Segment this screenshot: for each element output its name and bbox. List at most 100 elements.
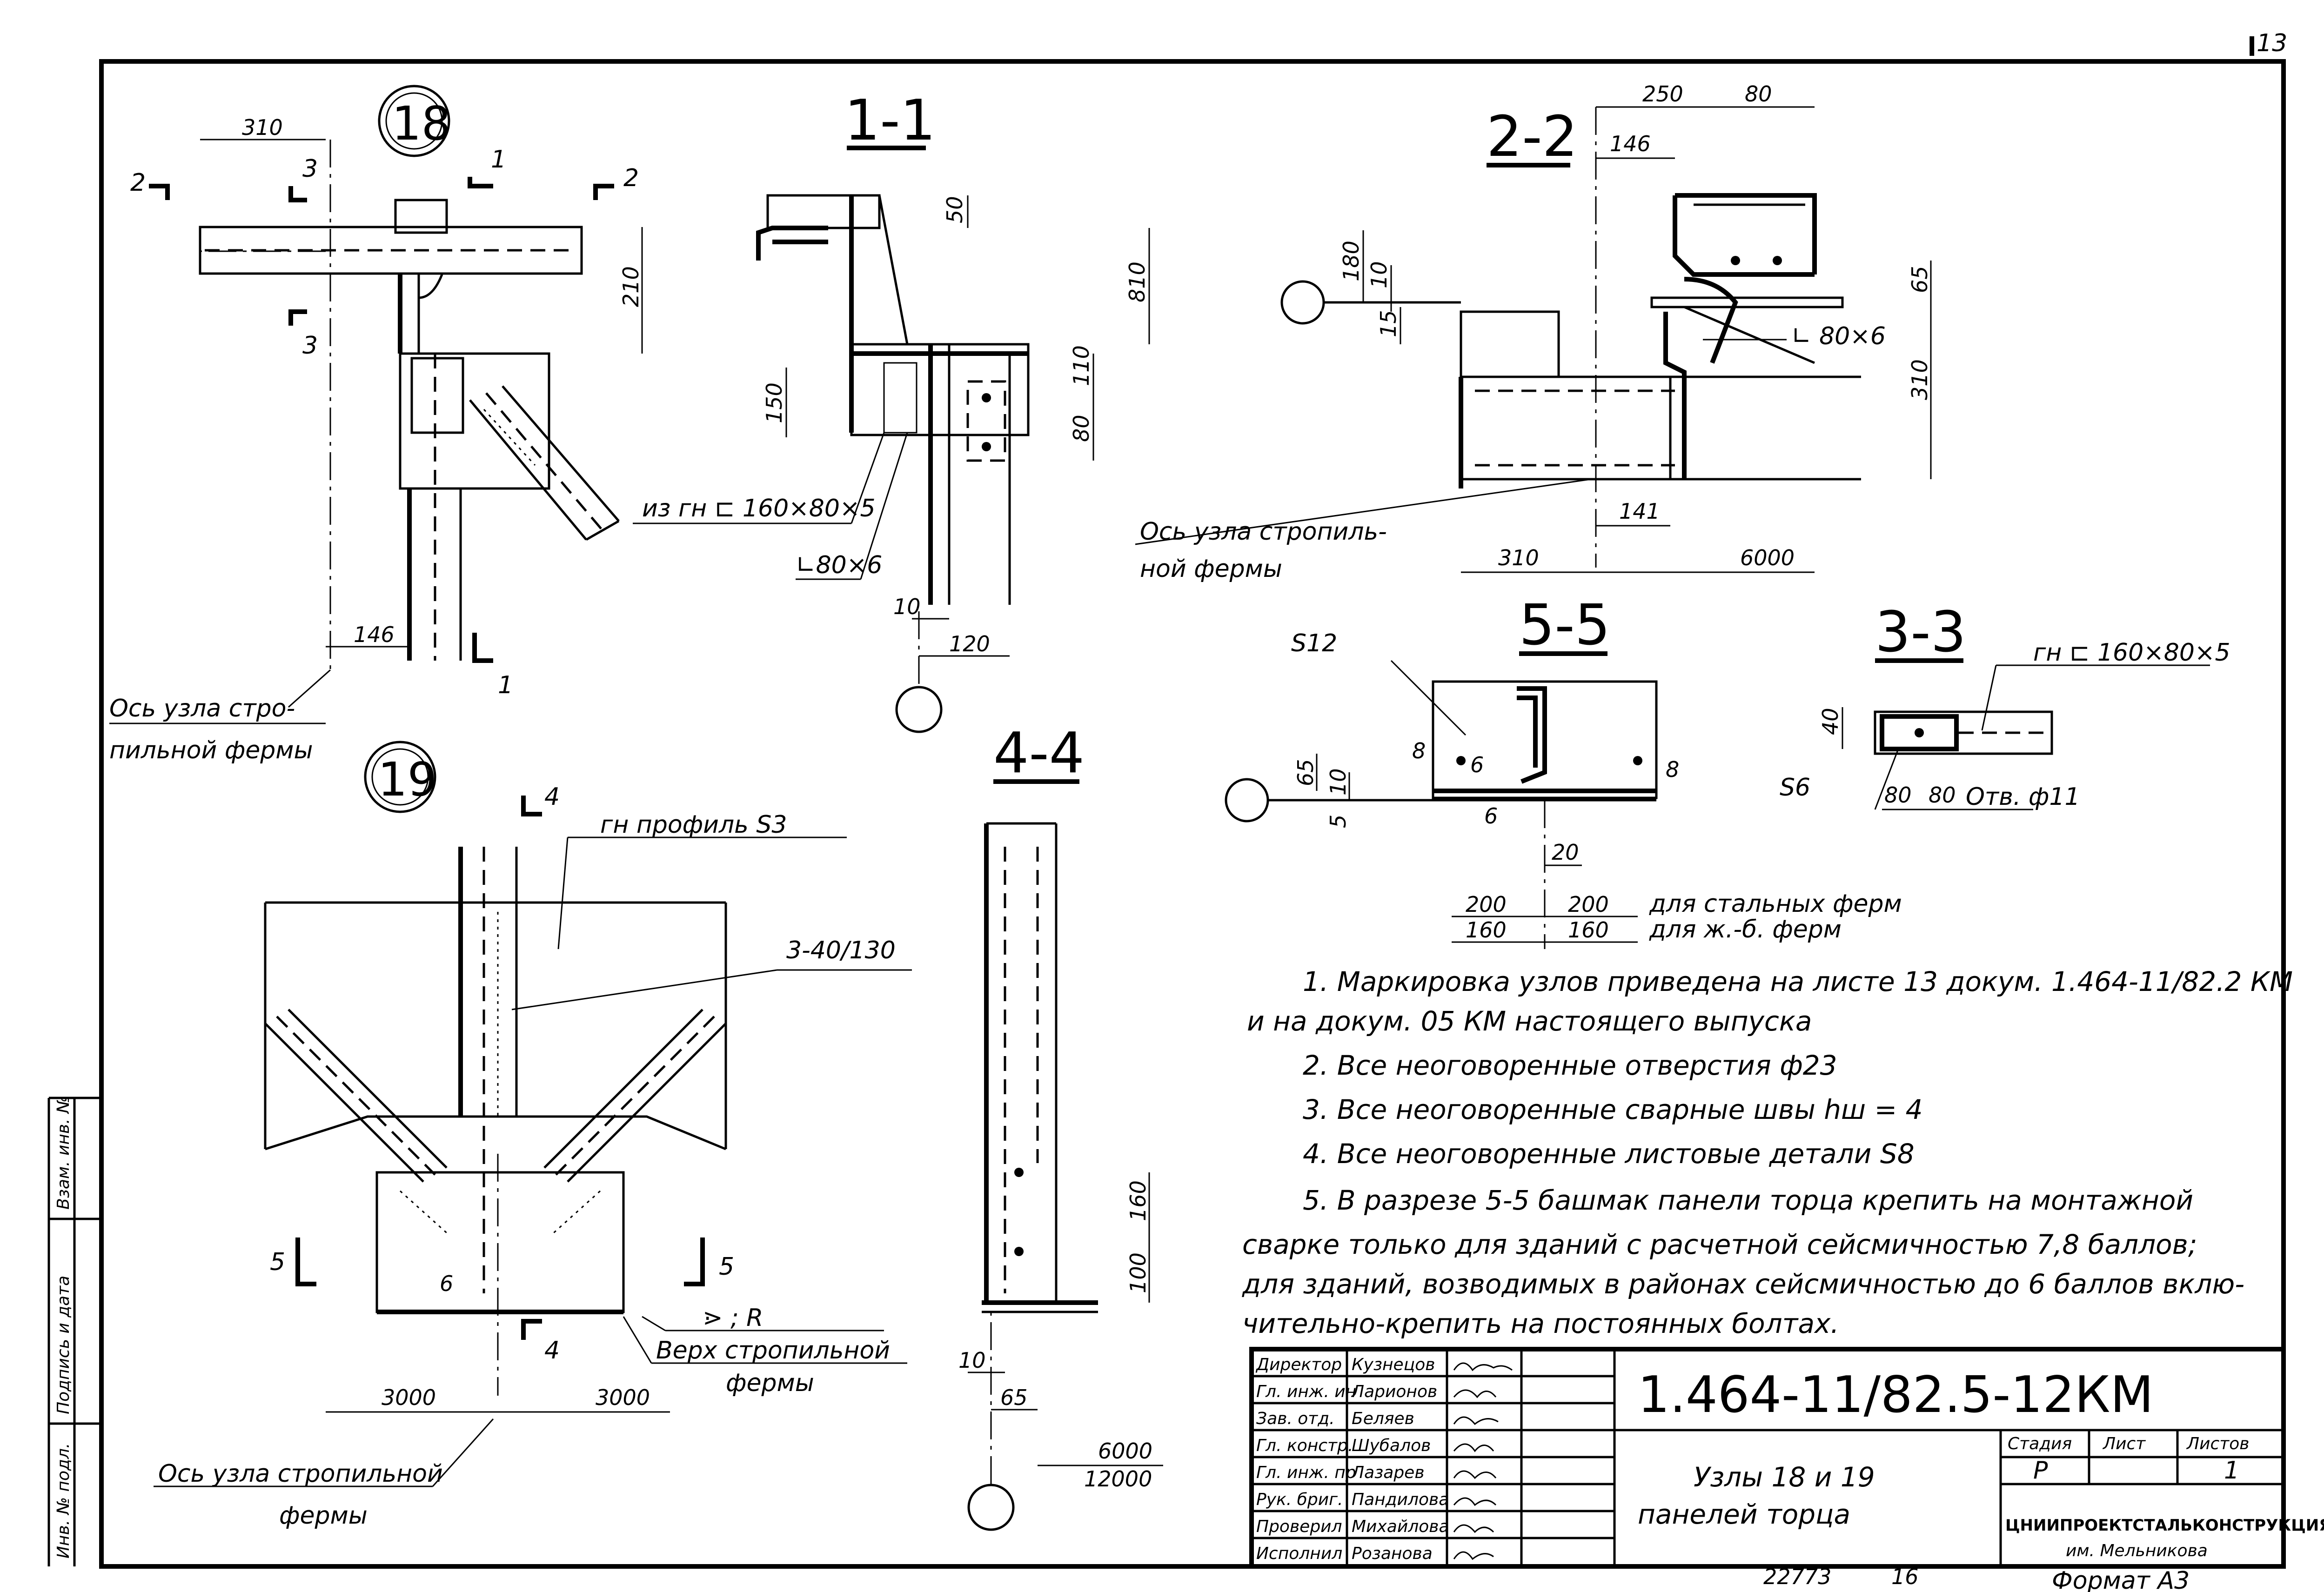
sheets-header: Листов — [2186, 1434, 2249, 1453]
svg-text:180: 180 — [1339, 241, 1364, 281]
organization-name: ЦНИИПРОЕКТСТАЛЬКОНСТРУКЦИЯ — [2005, 1516, 2324, 1535]
svg-text:5: 5 — [719, 1253, 734, 1281]
document-code: 1.464-11/82.5-12КМ — [1638, 1366, 2154, 1424]
svg-text:гн ⊏ 160×80×5: гн ⊏ 160×80×5 — [2033, 639, 2230, 667]
svg-text:10: 10 — [958, 1348, 986, 1373]
role-3: Гл. констр. — [1256, 1436, 1353, 1455]
svg-text:Ось узла стропильной: Ось узла стропильной — [158, 1460, 443, 1488]
axis-note-18: Ось узла стро- — [109, 695, 295, 722]
title-block: Директор Гл. инж. ин Зав. отд. Гл. конст… — [1249, 1347, 2324, 1592]
svg-text:∟ 80×6: ∟ 80×6 — [1791, 322, 1886, 350]
svg-text:S12: S12 — [1291, 629, 1337, 657]
role-7: Исполнил — [1256, 1544, 1342, 1563]
sheet-title-line-2: панелей торца — [1638, 1498, 1850, 1530]
svg-text:10: 10 — [1326, 768, 1351, 796]
svg-text:6: 6 — [1470, 752, 1484, 777]
svg-text:⋗ ; R: ⋗ ; R — [703, 1304, 763, 1332]
svg-text:1: 1 — [498, 671, 513, 699]
svg-text:ной фермы: ной фермы — [1140, 555, 1282, 583]
node-18-view: 18 310 210 146 2 2 3 3 1 — [109, 85, 643, 764]
svg-text:12000: 12000 — [1084, 1466, 1152, 1492]
svg-text:146: 146 — [1610, 131, 1651, 156]
svg-text:18: 18 — [392, 96, 451, 151]
svg-text:2: 2 — [130, 169, 146, 197]
stage-value: Р — [2033, 1457, 2048, 1485]
svg-text:65: 65 — [1293, 759, 1318, 786]
svg-text:50: 50 — [942, 196, 967, 223]
svg-text:200: 200 — [1568, 892, 1609, 917]
section-3-3: 3-3 40 80 80 Отв. ф11 S6 гн ⊏ 160×80×5 — [1780, 600, 2230, 811]
section-1-1: 1-1 50 810 110 80 150 10 120 — [633, 88, 1150, 733]
svg-text:80: 80 — [1884, 783, 1912, 808]
svg-text:3-40/130: 3-40/130 — [786, 936, 896, 964]
svg-text:110: 110 — [1069, 345, 1094, 386]
svg-text:8: 8 — [1666, 757, 1679, 782]
svg-text:100: 100 — [1125, 1252, 1151, 1293]
role-1: Гл. инж. ин — [1256, 1382, 1356, 1401]
name-1: Ларионов — [1351, 1382, 1437, 1401]
note-line-5: 4. Все неоговоренные листовые детали S8 — [1303, 1138, 1915, 1170]
note-line-3: 2. Все неоговоренные отверстия ф23 — [1303, 1050, 1837, 1081]
node-19-view: 19 6 4 4 5 5 3000 3000 гн профил — [154, 741, 912, 1530]
page-number: 13 — [2257, 29, 2287, 57]
svg-text:1: 1 — [491, 146, 506, 174]
svg-text:310: 310 — [242, 115, 283, 140]
svg-text:S6: S6 — [1780, 774, 1810, 802]
name-3: Шубалов — [1352, 1436, 1431, 1455]
svg-text:4: 4 — [544, 1337, 560, 1365]
section-5-5-title: 5-5 — [1519, 593, 1610, 658]
node-18-marker — [378, 85, 450, 157]
role-5: Рук. бриг. — [1256, 1490, 1343, 1509]
svg-text:150: 150 — [762, 382, 787, 423]
svg-text:8: 8 — [1412, 738, 1426, 763]
svg-text:65: 65 — [1907, 266, 1932, 293]
note-line-4: 3. Все неоговоренные сварные швы hш = 4 — [1303, 1094, 1923, 1125]
role-6: Проверил — [1256, 1517, 1342, 1536]
side-stamp-signature: Подпись и дата — [54, 1276, 73, 1414]
section-4-4-axis-bubble — [967, 1484, 1015, 1531]
organization-subtitle: им. Мельникова — [2066, 1541, 2208, 1560]
svg-text:Ось узла стропиль-: Ось узла стропиль- — [1140, 518, 1387, 546]
section-1-1-title: 1-1 — [844, 88, 936, 153]
svg-text:20: 20 — [1552, 840, 1579, 865]
stage-header: Стадия — [2008, 1434, 2072, 1453]
svg-text:160: 160 — [1466, 917, 1507, 943]
role-2: Зав. отд. — [1256, 1409, 1335, 1428]
svg-text:фермы: фермы — [279, 1502, 368, 1530]
section-4-4-title: 4-4 — [993, 721, 1085, 786]
svg-text:146: 146 — [354, 622, 395, 647]
inventory-number: 22773 — [1763, 1564, 1831, 1589]
svg-text:4: 4 — [544, 783, 560, 811]
name-7: Розанова — [1352, 1544, 1433, 1563]
svg-text:Верх стропильной: Верх стропильной — [656, 1337, 890, 1365]
sheet-header: Лист — [2102, 1434, 2146, 1453]
note-line-8: для зданий, возводимых в районах сейсмич… — [1242, 1268, 2244, 1300]
note-line-7: сварке только для зданий с расчетной сей… — [1242, 1229, 2197, 1260]
svg-text:2: 2 — [623, 164, 639, 192]
svg-text:3: 3 — [302, 155, 318, 183]
svg-text:5: 5 — [270, 1248, 285, 1276]
svg-text:6000: 6000 — [1098, 1438, 1152, 1464]
svg-text:3000: 3000 — [382, 1385, 436, 1410]
node-19-marker — [364, 741, 436, 813]
svg-text:из гн ⊏ 160×80×5: из гн ⊏ 160×80×5 — [642, 495, 876, 522]
name-6: Михайлова — [1352, 1517, 1449, 1536]
svg-text:141: 141 — [1619, 499, 1660, 524]
section-2-2-title: 2-2 — [1487, 105, 1578, 169]
svg-text:40: 40 — [1818, 708, 1843, 735]
section-1-1-axis-bubble — [895, 686, 943, 733]
general-notes: 1. Маркировка узлов приведена на листе 1… — [1242, 966, 2293, 1339]
note-line-6: 5. В разрезе 5-5 башмак панели торца кре… — [1303, 1184, 2193, 1216]
name-0: Кузнецов — [1352, 1355, 1435, 1374]
sheet-frame — [99, 59, 2286, 1569]
svg-text:∟80×6: ∟80×6 — [796, 551, 882, 579]
name-5: Пандилова — [1352, 1490, 1449, 1509]
note-line-2: и на докум. 05 КМ настоящего выпуска — [1247, 1005, 1812, 1037]
svg-text:пильной фермы: пильной фермы — [109, 736, 313, 764]
section-4-4: 4-4 160 100 10 65 6000 12000 — [958, 721, 1163, 1531]
svg-text:10: 10 — [1366, 261, 1392, 288]
svg-text:6: 6 — [440, 1271, 453, 1296]
name-4: Лазарев — [1351, 1463, 1425, 1482]
svg-text:6000: 6000 — [1740, 545, 1795, 570]
